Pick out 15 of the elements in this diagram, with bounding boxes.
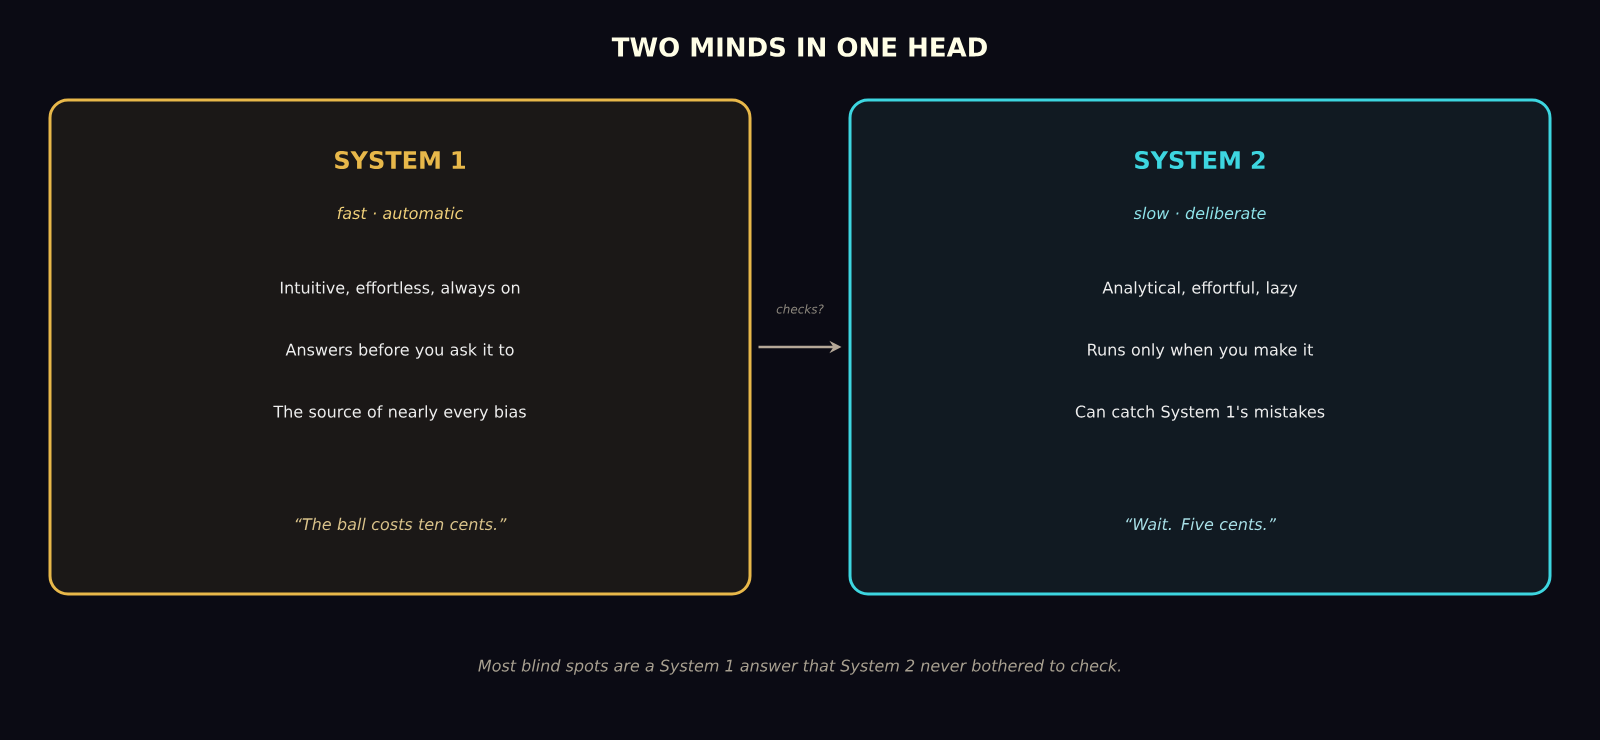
subtitle: fast · automatic [337,206,464,220]
title: TWO MINDS IN ONE HEAD [611,37,987,57]
quote-text: “The ball costs ten cents.” [295,517,507,531]
edge-label: checks? [776,304,824,314]
body-text: Answers before you ask it to [285,343,514,359]
body-text: Can catch System 1's mistakes [1075,405,1325,421]
subtitle: slow · deliberate [1133,206,1266,220]
body-text: Runs only when you make it [1088,343,1314,359]
heading: SYSTEM 2 [1135,150,1265,170]
body-text: Analytical, effortful, lazy [1102,281,1298,297]
caption: Most blind spots are a System 1 answer that System 2 never bothered to check. [478,659,1121,675]
quote-text: “Wait. Five cents.” [1126,517,1277,531]
body-text: The source of nearly every bias [273,405,526,421]
heading: SYSTEM 1 [335,150,465,170]
body-text: Intuitive, effortless, always on [280,281,520,297]
